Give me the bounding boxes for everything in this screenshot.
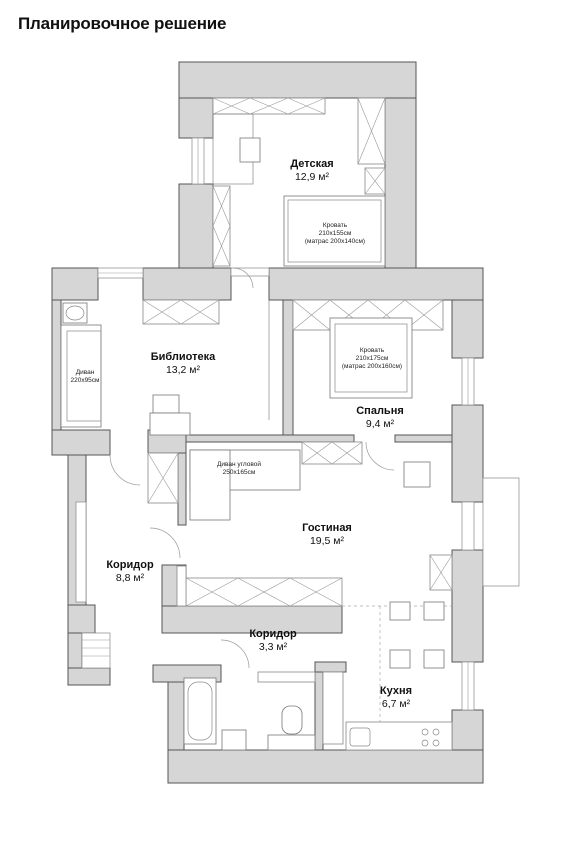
bedroom-bed-label-1: Кровать: [360, 347, 385, 354]
page-title: Планировочное решение: [18, 14, 227, 33]
furniture-labels: Кровать 210x155см (матрас 200x140см) Кро…: [70, 222, 402, 476]
room-area-living: 19,5 м²: [310, 535, 345, 547]
bedroom-bed-label-2: 210x175см: [356, 355, 389, 362]
kids-room-furniture: [212, 97, 386, 267]
sofa-label-2: 220x95см: [70, 377, 100, 384]
bathroom-furniture: [183, 671, 316, 751]
corner-sofa-label-1: Диван угловой: [217, 460, 261, 468]
room-area-kitchen: 6,7 м²: [382, 698, 411, 710]
room-name-corridor-small: Коридор: [249, 628, 297, 640]
room-name-living: Гостиная: [302, 522, 352, 534]
bedroom-bed-label-3: (матрас 200x160см): [342, 363, 402, 370]
room-name-kitchen: Кухня: [380, 685, 412, 697]
walls: [51, 61, 484, 784]
corner-sofa-label-2: 250x165см: [223, 469, 256, 476]
library-furniture: [60, 267, 270, 436]
room-labels: Детская 12,9 м² Библиотека 13,2 м² Спаль…: [106, 158, 412, 710]
room-area-corridor-small: 3,3 м²: [259, 641, 288, 653]
room-area-kids: 12,9 м²: [295, 171, 330, 183]
kids-bed-label-2: 210x155см: [319, 230, 352, 237]
room-area-bedroom: 9,4 м²: [366, 418, 395, 430]
room-name-bedroom: Спальня: [356, 405, 404, 417]
sofa-label-1: Диван: [76, 369, 95, 376]
room-name-corridor-main: Коридор: [106, 559, 154, 571]
kids-bed-label-1: Кровать: [323, 222, 348, 229]
corridor-furniture: [109, 452, 250, 669]
room-area-library: 13,2 м²: [166, 364, 201, 376]
kids-bed-label-3: (матрас 200x140см): [305, 238, 365, 245]
kitchen-furniture: [322, 671, 453, 751]
room-name-kids: Детская: [290, 158, 333, 170]
room-name-library: Библиотека: [151, 351, 216, 363]
bedroom-furniture: [292, 299, 444, 399]
room-area-corridor-main: 8,8 м²: [116, 572, 145, 584]
windows: [75, 137, 520, 711]
